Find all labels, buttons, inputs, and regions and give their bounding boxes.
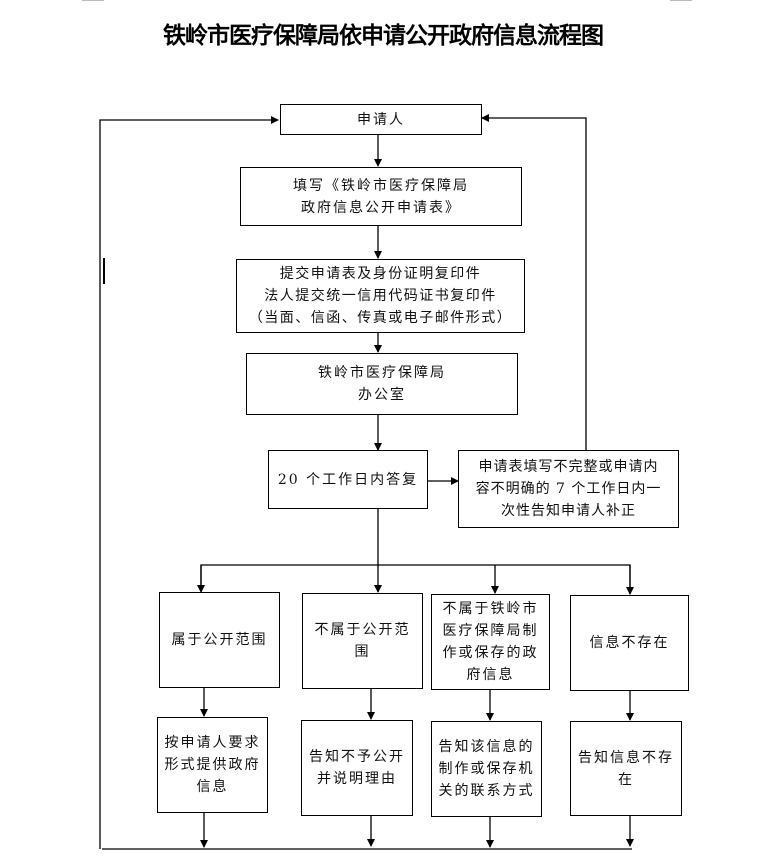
node-incomplete: 申请表填写不完整或申请内 容不明确的 7 个工作日内一 次性告知申请人补正 [458,450,679,528]
node-fill-form: 填写《铁岭市医疗保障局 政府信息公开申请表》 [240,167,522,226]
node-office: 铁岭市医疗保障局 办公室 [246,353,518,415]
branch-bus [200,564,631,591]
node-not-exist: 信息不存在 [570,595,689,691]
node-not-public: 不属于公开范 围 [302,593,423,689]
node-notify-not-exist: 告知信息不存 在 [570,721,682,816]
node-not-ours: 不属于铁岭市 医疗保障局制 作或保存的政 府信息 [431,594,550,690]
node-applicant: 申请人 [280,104,482,135]
node-refuse: 告知不予公开 并说明理由 [301,720,413,816]
loop-bottom-to-applicant [99,116,279,849]
node-contact: 告知该信息的 制作或保存机 关的联系方式 [431,721,542,817]
text-cursor [103,258,105,284]
page-corner-mark-right [670,0,692,1]
page-corner-mark-left [82,0,104,1]
node-reply: 20 个工作日内答复 [268,450,428,509]
node-public: 属于公开范围 [159,592,280,688]
node-provide: 按申请人要求 形式提供政府 信息 [157,717,268,813]
loop-incomplete-to-applicant [481,114,587,450]
page-title: 铁岭市医疗保障局依申请公开政府信息流程图 [163,22,604,49]
node-submit: 提交申请表及身份证明复印件 法人提交统一信用代码证书复印件 （当面、信函、传真或… [236,259,525,333]
